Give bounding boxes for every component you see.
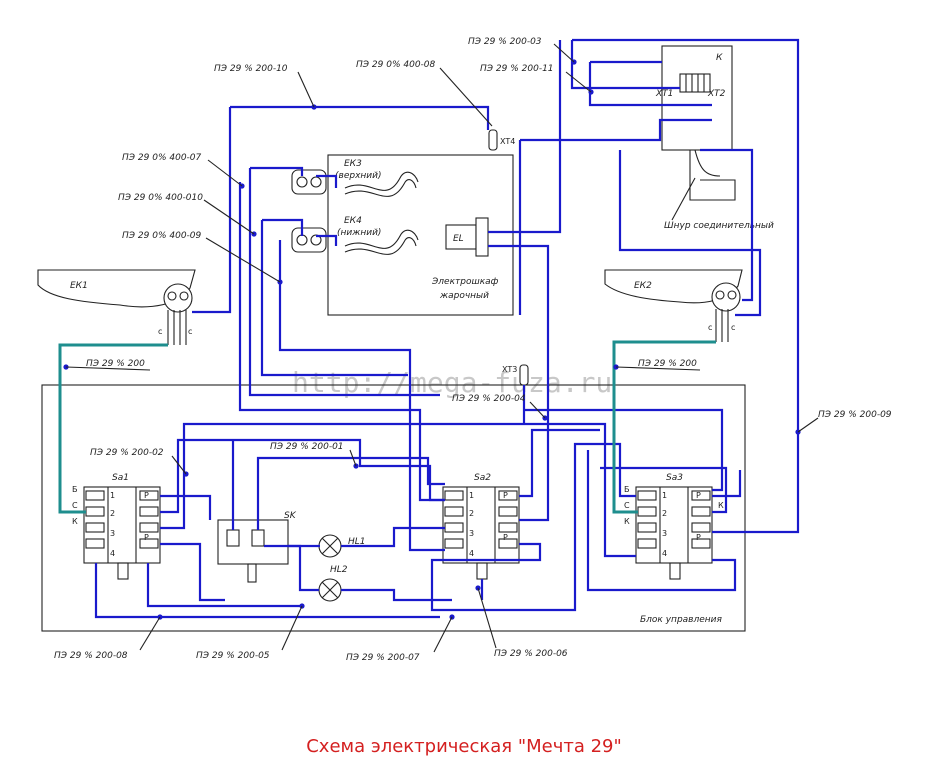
svg-text:1: 1 <box>469 491 474 500</box>
xt3-connector <box>519 364 529 386</box>
sk-label: SK <box>284 511 297 521</box>
wire-label-200-04: ПЭ 29 % 200-04 <box>452 394 526 404</box>
thermostat-sk: SK <box>217 511 297 583</box>
ek1-terminal <box>163 283 193 313</box>
ek1-label: ЕК1 <box>70 281 88 291</box>
svg-text:с: с <box>708 323 712 332</box>
wire-label-200-07: ПЭ 29 % 200-07 <box>346 653 420 663</box>
svg-text:Р: Р <box>144 533 149 542</box>
el-label: EL <box>453 234 464 244</box>
sa1-term-k: К <box>72 517 78 526</box>
wire-label-200-right: ПЭ 29 % 200 <box>638 359 697 369</box>
switch-sa1: Sa1 Б С К 1 2 3 4 Р Р <box>72 473 161 580</box>
ek3-label: ЕК3 <box>344 159 362 169</box>
svg-text:с: с <box>158 327 162 336</box>
svg-text:3: 3 <box>110 529 115 538</box>
control-block-label: Блок управления <box>640 615 722 625</box>
svg-text:4: 4 <box>469 549 474 558</box>
svg-text:Р: Р <box>696 533 701 542</box>
svg-text:1: 1 <box>110 491 115 500</box>
wire-label-200-06: ПЭ 29 % 200-06 <box>494 649 568 659</box>
el-lamp-base <box>475 217 489 257</box>
svg-text:с: с <box>731 323 735 332</box>
svg-text:Р: Р <box>696 491 701 500</box>
switch-sa2: Sa2 1 2 3 4 Р Р <box>442 473 520 580</box>
ground-wire-left <box>58 343 168 514</box>
svg-text:1: 1 <box>662 491 667 500</box>
wire-label-200-08: ПЭ 29 % 200-08 <box>54 651 128 661</box>
hl2-label: HL2 <box>330 565 348 575</box>
sa3-term-k: К <box>624 517 630 526</box>
wire-label-200-01: ПЭ 29 % 200-01 <box>270 442 344 452</box>
wire-label-400-010: ПЭ 29 0% 400-010 <box>118 193 203 203</box>
ek4-label: ЕК4 <box>344 216 362 226</box>
sa3-label: Sa3 <box>666 473 683 483</box>
sa2-label: Sa2 <box>474 473 491 483</box>
wiring <box>94 38 800 619</box>
sa1-label: Sa1 <box>112 473 129 483</box>
ek3-note: (верхний) <box>335 171 382 181</box>
sa3-term-k-right: К <box>718 501 724 510</box>
ek4-terminal <box>291 227 327 253</box>
xt2-label: XT2 <box>707 89 726 99</box>
sa3-term-b: Б <box>624 485 630 494</box>
svg-text:4: 4 <box>662 549 667 558</box>
xt4-label: XT4 <box>500 137 515 146</box>
ek3-heater-upper <box>344 171 419 191</box>
xt4-connector <box>488 129 498 151</box>
wire-label-200-09: ПЭ 29 % 200-09 <box>818 410 892 420</box>
ground-wire-right <box>612 340 716 514</box>
wire-label-200-02: ПЭ 29 % 200-02 <box>90 448 164 458</box>
ek4-heater-upper <box>344 229 419 249</box>
sa1-term-c: С <box>72 501 78 510</box>
wire-label-200-05: ПЭ 29 % 200-05 <box>196 651 270 661</box>
wire-label-200-03: ПЭ 29 % 200-03 <box>468 37 542 47</box>
xt1-label: XT1 <box>655 89 673 99</box>
ek3-heater-lower <box>344 179 417 197</box>
watermark: http://mega-fuza.ru <box>292 366 612 399</box>
svg-text:2: 2 <box>469 509 474 518</box>
xt-terminal-block <box>679 73 711 93</box>
svg-text:2: 2 <box>110 509 115 518</box>
wire-label-200-left: ПЭ 29 % 200 <box>86 359 145 369</box>
xt3-label: XT3 <box>502 365 517 374</box>
ek2-terminal <box>711 282 741 312</box>
svg-text:3: 3 <box>662 529 667 538</box>
wire-label-200-11: ПЭ 29 % 200-11 <box>480 64 554 74</box>
svg-text:4: 4 <box>110 549 115 558</box>
ek2-label: ЕК2 <box>634 281 652 291</box>
sa3-term-c: С <box>624 501 630 510</box>
svg-text:2: 2 <box>662 509 667 518</box>
ek4-heater-lower <box>344 237 417 255</box>
wire-label-400-08: ПЭ 29 0% 400-08 <box>356 60 436 70</box>
wire-labels: ПЭ 29 % 200-03 ПЭ 29 % 200-10 ПЭ 29 0% 4… <box>54 37 892 663</box>
cord-label: Шнур соединительный <box>664 221 774 231</box>
oven-label-1: Электрошкаф <box>431 277 499 287</box>
svg-text:с: с <box>188 327 192 336</box>
k-top-label: К <box>716 53 723 63</box>
hl1-label: HL1 <box>348 537 366 547</box>
cord <box>689 150 736 201</box>
control-block-frame <box>41 384 746 632</box>
ek4-note: (нижний) <box>337 228 381 238</box>
wire-label-200-10: ПЭ 29 % 200-10 <box>214 64 288 74</box>
sa1-term-b: Б <box>72 485 78 494</box>
el-lamp <box>445 224 477 250</box>
svg-text:3: 3 <box>469 529 474 538</box>
cord-connector-frame <box>661 45 733 151</box>
switch-sa3: Sa3 Б С К К 1 2 3 4 Р Р <box>624 473 724 580</box>
schematic-title: Схема электрическая "Мечта 29" <box>306 736 622 757</box>
wire-label-400-09: ПЭ 29 0% 400-09 <box>122 231 202 241</box>
wire-label-400-07: ПЭ 29 0% 400-07 <box>122 153 202 163</box>
svg-text:Р: Р <box>503 533 508 542</box>
oven-label-2: жарочный <box>439 291 489 301</box>
svg-text:Р: Р <box>503 491 508 500</box>
svg-text:Р: Р <box>144 491 149 500</box>
